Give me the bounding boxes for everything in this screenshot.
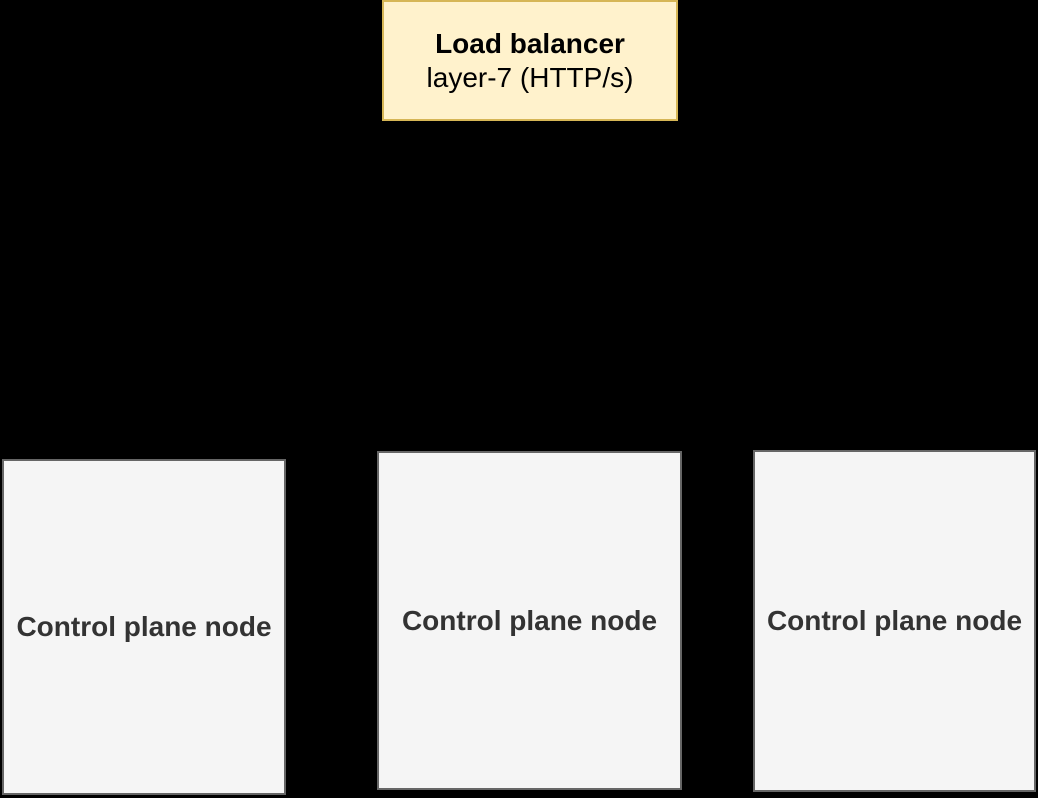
load-balancer-subtitle: layer-7 (HTTP/s) (426, 61, 634, 93)
control-plane-node-label: Control plane node (766, 605, 1023, 636)
control-plane-node-label: Control plane node (401, 604, 658, 636)
control-plane-node-box-2: Control plane node (377, 451, 682, 790)
load-balancer-title: Load balancer (435, 27, 625, 59)
control-plane-node-label: Control plane node (16, 611, 272, 642)
load-balancer-box: Load balancer layer-7 (HTTP/s) (382, 0, 678, 121)
control-plane-node-box-1: Control plane node (2, 459, 286, 795)
control-plane-node-box-3: Control plane node (753, 450, 1036, 792)
